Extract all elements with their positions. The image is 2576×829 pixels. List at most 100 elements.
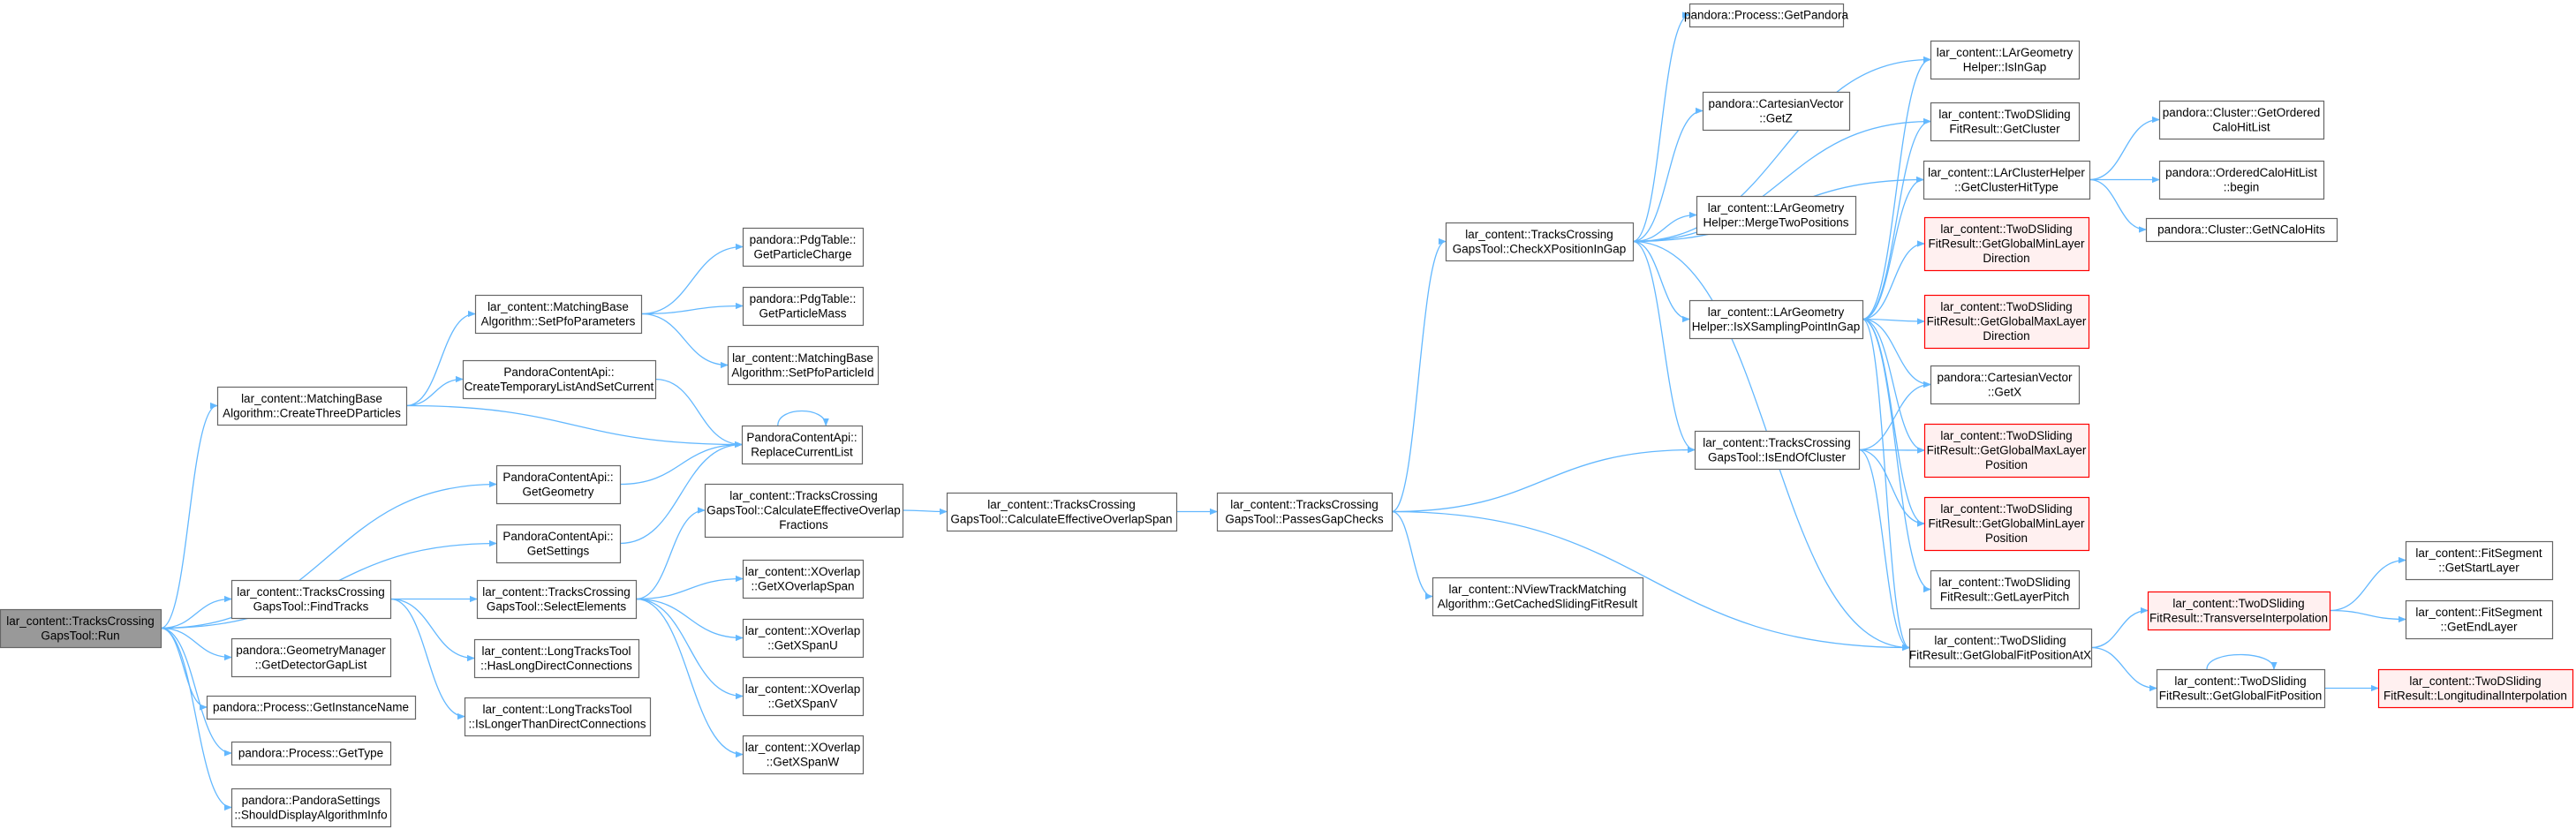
node-islonger[interactable]: lar_content::LongTracksTool::IsLongerTha… bbox=[464, 697, 652, 737]
node-createtemplist[interactable]: PandoraContentApi::CreateTemporaryListAn… bbox=[462, 359, 657, 400]
node-label-line: pandora::OrderedCaloHitList bbox=[2165, 166, 2317, 179]
node-setpfoparams[interactable]: lar_content::MatchingBaseAlgorithm::SetP… bbox=[474, 294, 643, 335]
node-calcfractions[interactable]: lar_content::TracksCrossingGapsTool::Cal… bbox=[704, 483, 904, 539]
node-box bbox=[206, 695, 417, 720]
edge-passesgapchecks-to-checkxpos bbox=[1391, 237, 1447, 513]
node-label-line: lar_content::TracksCrossing bbox=[1465, 228, 1613, 241]
node-getdetectorgaplist[interactable]: pandora::GeometryManager::GetDetectorGap… bbox=[230, 637, 392, 678]
node-box bbox=[704, 483, 904, 539]
node-getcachedsliding[interactable]: lar_content::NViewTrackMatchingAlgorithm… bbox=[1432, 577, 1644, 617]
edge-isendofcluster-to-cvgetx bbox=[1858, 381, 1931, 451]
node-globalmaxlayerdir[interactable]: lar_content::TwoDSlidingFitResult::GetGl… bbox=[1923, 294, 2090, 350]
node-label-line: lar_content::LongTracksTool bbox=[482, 703, 631, 716]
node-cvgetz[interactable]: pandora::CartesianVector::GetZ bbox=[1702, 91, 1851, 132]
node-create3d[interactable]: lar_content::MatchingBaseAlgorithm::Crea… bbox=[216, 386, 408, 426]
node-label-line: lar_content::FitSegment bbox=[2415, 606, 2542, 619]
node-label-line: Helper::IsXSamplingPointInGap bbox=[1692, 320, 1861, 333]
node-box bbox=[727, 345, 880, 386]
node-mergetwopositions[interactable]: lar_content::LArGeometryHelper::MergeTwo… bbox=[1696, 195, 1857, 236]
node-getxspanv[interactable]: lar_content::XOverlap::GetXSpanV bbox=[742, 676, 865, 717]
node-getxspanu[interactable]: lar_content::XOverlap::GetXSpanU bbox=[742, 618, 865, 659]
edge-calcfractions-to-calcspan bbox=[902, 508, 948, 516]
node-box bbox=[230, 637, 392, 678]
node-label-line: Algorithm::SetPfoParameters bbox=[481, 314, 636, 328]
node-getxspanw[interactable]: lar_content::XOverlap::GetXSpanW bbox=[742, 735, 865, 775]
node-getparticlecharge[interactable]: pandora::PdgTable::GetParticleCharge bbox=[742, 227, 865, 268]
node-label-line: FitResult::GetCluster bbox=[1949, 122, 2060, 135]
node-getcluster[interactable]: lar_content::TwoDSlidingFitResult::GetCl… bbox=[1930, 102, 2081, 142]
node-label-line: Position bbox=[1985, 531, 2028, 545]
edge-findtracks-to-islonger bbox=[389, 598, 465, 720]
node-label-line: lar_content::LArClusterHelper bbox=[1928, 166, 2085, 179]
node-getpandora[interactable]: pandora::Process::GetPandora bbox=[1684, 3, 1849, 28]
edge-selectelements-to-getxspanw bbox=[635, 598, 744, 758]
node-findtracks[interactable]: lar_content::TracksCrossingGapsTool::Fin… bbox=[230, 579, 392, 620]
node-box bbox=[1930, 365, 2081, 405]
node-label-line: GapsTool::FindTracks bbox=[253, 599, 369, 613]
node-label-line: ::GetZ bbox=[1759, 111, 1793, 124]
node-getxoverlapspan[interactable]: lar_content::XOverlap::GetXOverlapSpan bbox=[742, 559, 865, 599]
node-label-line: PandoraContentApi:: bbox=[746, 431, 857, 444]
node-box bbox=[946, 492, 1178, 532]
node-box bbox=[2377, 668, 2574, 709]
node-globalmaxlayerpos[interactable]: lar_content::TwoDSlidingFitResult::GetGl… bbox=[1923, 423, 2090, 479]
node-box bbox=[230, 788, 392, 828]
edge-selectelements-to-getxoverlapspan bbox=[635, 575, 744, 600]
node-label-line: ::GetXSpanW bbox=[767, 755, 840, 768]
node-box bbox=[2156, 668, 2326, 709]
node-orderedbegin[interactable]: pandora::OrderedCaloHitList::begin bbox=[2158, 160, 2325, 200]
node-box bbox=[462, 359, 657, 400]
node-getstartlayer[interactable]: lar_content::FitSegment::GetStartLayer bbox=[2405, 540, 2554, 581]
node-box bbox=[1694, 430, 1861, 471]
node-box bbox=[1908, 628, 2093, 668]
node-box bbox=[742, 735, 865, 775]
node-shoulddisplay[interactable]: pandora::PandoraSettings::ShouldDisplayA… bbox=[230, 788, 392, 828]
node-longitudinalinterp[interactable]: lar_content::TwoDSlidingFitResult::Longi… bbox=[2377, 668, 2574, 709]
node-label-line: FitResult::LongitudinalInterpolation bbox=[2383, 689, 2567, 702]
node-getendlayer[interactable]: lar_content::FitSegment::GetEndLayer bbox=[2405, 599, 2554, 640]
node-globalfitposatx[interactable]: lar_content::TwoDSlidingFitResult::GetGl… bbox=[1908, 628, 2093, 668]
node-calcspan[interactable]: lar_content::TracksCrossingGapsTool::Cal… bbox=[946, 492, 1178, 532]
node-label-line: PandoraContentApi:: bbox=[502, 530, 613, 543]
node-globalminlayerdir[interactable]: lar_content::TwoDSlidingFitResult::GetGl… bbox=[1923, 216, 2090, 272]
node-gettype[interactable]: pandora::Process::GetType bbox=[230, 741, 392, 766]
node-cvgetx[interactable]: pandora::CartesianVector::GetX bbox=[1930, 365, 2081, 405]
node-label-line: ::GetX bbox=[1988, 385, 2021, 398]
node-transverseinterp[interactable]: lar_content::TwoDSlidingFitResult::Trans… bbox=[2147, 591, 2331, 631]
node-box bbox=[1923, 496, 2090, 552]
node-label-line: ::GetXSpanU bbox=[767, 638, 838, 652]
node-globalminlayerpos[interactable]: lar_content::TwoDSlidingFitResult::GetGl… bbox=[1923, 496, 2090, 552]
edge-transverseinterp-to-getstartlayer bbox=[2329, 556, 2406, 612]
node-label-line: pandora::PdgTable:: bbox=[750, 233, 857, 246]
edge-checkxpos-to-cvgetz bbox=[1632, 107, 1703, 243]
node-getlayerpitch[interactable]: lar_content::TwoDSlidingFitResult::GetLa… bbox=[1930, 569, 2081, 610]
node-box bbox=[742, 286, 865, 327]
node-label-line: Algorithm::CreateThreeDParticles bbox=[223, 406, 401, 419]
edge-checkxpos-to-isingap bbox=[1632, 56, 1931, 243]
node-getsettings[interactable]: PandoraContentApi::GetSettings bbox=[495, 524, 622, 564]
node-passesgapchecks[interactable]: lar_content::TracksCrossingGapsTool::Pas… bbox=[1216, 492, 1394, 532]
node-setpfoparticleid[interactable]: lar_content::MatchingBaseAlgorithm::SetP… bbox=[727, 345, 880, 386]
node-label-line: lar_content::NViewTrackMatching bbox=[1448, 583, 1626, 596]
node-globalfitpos[interactable]: lar_content::TwoDSlidingFitResult::GetGl… bbox=[2156, 668, 2326, 709]
node-getgeometry[interactable]: PandoraContentApi::GetGeometry bbox=[495, 464, 622, 505]
node-getncalohits[interactable]: pandora::Cluster::GetNCaloHits bbox=[2145, 217, 2338, 243]
edge-run-to-create3d bbox=[160, 402, 218, 629]
node-selectelements[interactable]: lar_content::TracksCrossingGapsTool::Sel… bbox=[476, 579, 638, 620]
node-getinstancename[interactable]: pandora::Process::GetInstanceName bbox=[206, 695, 417, 720]
node-isendofcluster[interactable]: lar_content::TracksCrossingGapsTool::IsE… bbox=[1694, 430, 1861, 471]
node-box bbox=[741, 425, 864, 465]
node-label-line: ::begin bbox=[2224, 180, 2260, 193]
node-checkxpos[interactable]: lar_content::TracksCrossingGapsTool::Che… bbox=[1445, 222, 1635, 262]
node-isxsampling[interactable]: lar_content::LArGeometryHelper::IsXSampl… bbox=[1688, 299, 1864, 340]
node-box bbox=[230, 741, 392, 766]
node-getclusterhittype[interactable]: lar_content::LArClusterHelper::GetCluste… bbox=[1923, 160, 2091, 200]
node-box bbox=[742, 676, 865, 717]
node-label-line: FitResult::GetGlobalMaxLayer bbox=[1927, 315, 2087, 328]
node-getparticlemass[interactable]: pandora::PdgTable::GetParticleMass bbox=[742, 286, 865, 327]
node-replacecurrentlist[interactable]: PandoraContentApi::ReplaceCurrentList bbox=[741, 425, 864, 465]
node-haslongdirect[interactable]: lar_content::LongTracksTool::HasLongDire… bbox=[473, 638, 640, 679]
